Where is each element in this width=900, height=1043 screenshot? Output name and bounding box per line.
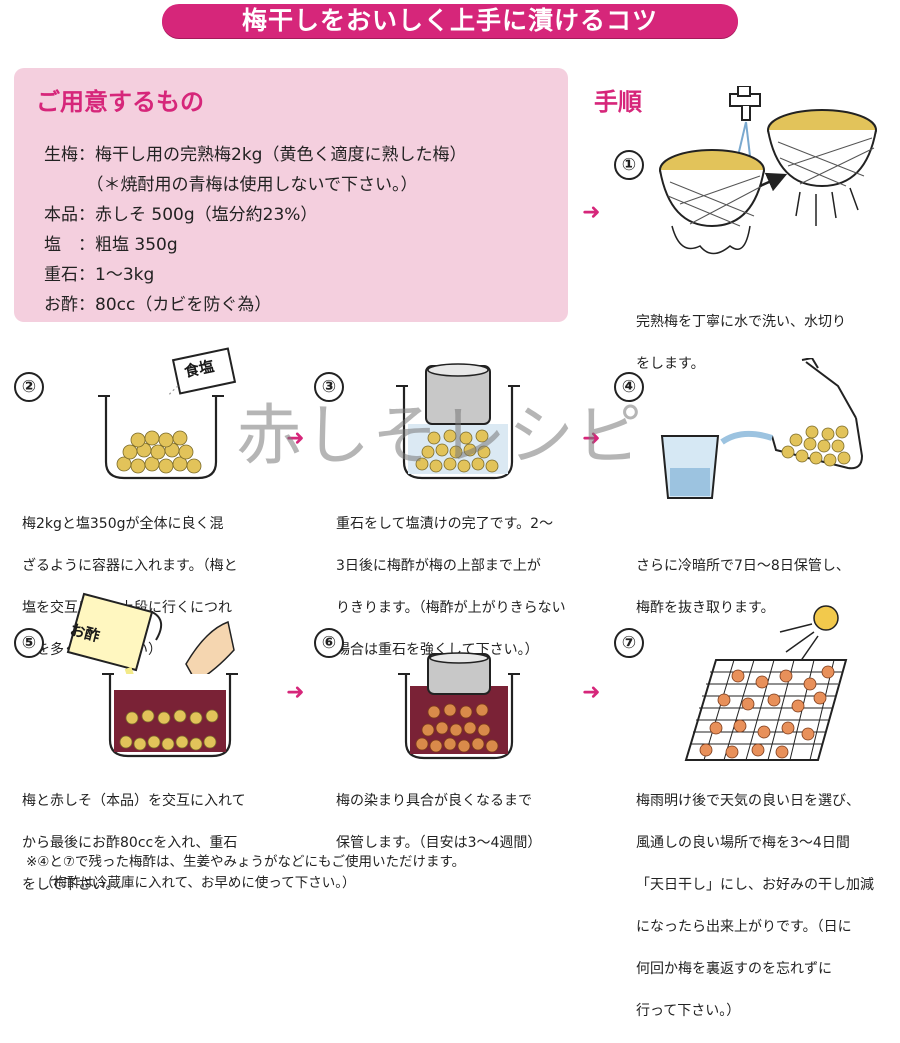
- arrow-icon: ➜: [286, 426, 305, 451]
- step-number-2: ②: [14, 372, 44, 402]
- ingredient-line: 塩 ：粗塩 350g: [44, 235, 178, 255]
- step-number-6: ⑥: [314, 628, 344, 658]
- footnote: ※④と⑦で残った梅酢は、生姜やみょうがなどにもご使用いただけます。 （梅酢は冷蔵…: [26, 852, 465, 894]
- caption-line: から最後にお酢80ccを入れ、重石: [22, 835, 238, 851]
- caption-line: 梅酢を抜き取ります。: [636, 600, 775, 616]
- salt-container-illustration: [98, 347, 237, 480]
- arrow-icon: ➜: [286, 680, 305, 705]
- ingredient-line: 生梅：梅干し用の完熟梅2kg（黄色く適度に熟した梅）: [44, 145, 467, 165]
- step-number-3: ③: [314, 372, 344, 402]
- step-4-caption: さらに冷暗所で7日〜8日保管し、 梅酢を抜き取ります。: [636, 535, 850, 640]
- caption-line: 何回か梅を裏返すのを忘れずに: [636, 961, 832, 977]
- arrow-icon: ➜: [582, 680, 601, 705]
- caption-line: 場合は重石を強くして下さい。）: [336, 642, 539, 658]
- caption-line: 3日後に梅酢が梅の上部まで上が: [336, 558, 541, 574]
- ingredients-heading: ご用意するもの: [36, 88, 204, 116]
- caption-line: 行って下さい。）: [636, 1003, 741, 1019]
- caption-line: になったら出来上がりです。（日に: [636, 919, 852, 935]
- caption-line: りきります。（梅酢が上がりきらない: [336, 600, 566, 616]
- caption-line: 完熟梅を丁寧に水で洗い、水切り: [636, 314, 846, 330]
- caption-line: 風通しの良い場所で梅を3〜4日間: [636, 835, 850, 851]
- caption-line: ざるように容器に入れます。（梅と: [22, 558, 238, 574]
- caption-line: 重石をして塩漬けの完了です。2〜: [336, 516, 554, 532]
- caption-line: 保管します。（目安は3〜4週間）: [336, 835, 542, 851]
- step-6-caption: 梅の染まり具合が良くなるまで 保管します。（目安は3〜4週間）: [336, 770, 541, 875]
- step-5-caption: 梅と赤しそ（本品）を交互に入れて から最後にお酢80ccを入れ、重石 をして下さ…: [22, 770, 246, 917]
- caption-line: 梅2kgと塩350gが全体に良く混: [22, 516, 224, 532]
- caption-line: 梅と赤しそ（本品）を交互に入れて: [22, 793, 246, 809]
- page-title: 梅干しをおいしく上手に漬けるコツ: [162, 4, 738, 38]
- storing-illustration: [398, 652, 520, 760]
- ingredients-panel: [14, 68, 568, 322]
- caption-line: 梅雨明け後で天気の良い日を選び、: [636, 793, 860, 809]
- steps-heading: 手順: [594, 88, 642, 116]
- step-number-4: ④: [614, 372, 644, 402]
- footnote-line: ※④と⑦で残った梅酢は、生姜やみょうがなどにもご使用いただけます。: [26, 854, 466, 870]
- footnote-line: （梅酢は冷蔵庫に入れて、お早めに使って下さい。）: [40, 875, 356, 891]
- washing-plums-illustration: [659, 86, 877, 255]
- step-1-caption: 完熟梅を丁寧に水で洗い、水切り をします。: [636, 291, 846, 396]
- arrow-icon: ➜: [582, 426, 601, 451]
- ingredient-line: お酢：80cc（カビを防ぐ為）: [44, 295, 272, 315]
- step-number-1: ①: [614, 150, 644, 180]
- step-7-caption: 梅雨明け後で天気の良い日を選び、 風通しの良い場所で梅を3〜4日間 「天日干し」…: [636, 770, 874, 1043]
- caption-line: をして下さい。: [22, 877, 120, 893]
- sun-drying-illustration: [684, 605, 848, 761]
- step-3-caption: 重石をして塩漬けの完了です。2〜 3日後に梅酢が梅の上部まで上が りきります。（…: [336, 493, 566, 682]
- weight-stone-illustration: [396, 363, 520, 480]
- ingredient-line: 本品：赤しそ 500g（塩分約23%）: [44, 205, 318, 225]
- arrow-icon: ➜: [582, 200, 601, 225]
- caption-line: さらに冷暗所で7日〜8日保管し、: [636, 558, 850, 574]
- drain-vinegar-illustration: [660, 358, 864, 499]
- vinegar-pour-illustration: [66, 592, 238, 758]
- caption-line: 梅の染まり具合が良くなるまで: [336, 793, 532, 809]
- ingredient-line: 重石：1〜3kg: [44, 265, 155, 285]
- caption-line: 「天日干し」にし、お好みの干し加減: [636, 877, 874, 893]
- ingredient-line: （＊焼酎用の青梅は使用しないで下さい。）: [44, 175, 418, 195]
- caption-line: をします。: [636, 356, 705, 372]
- watermark: 赤しそレシピ: [236, 397, 644, 474]
- step-number-5: ⑤: [14, 628, 44, 658]
- step-number-7: ⑦: [614, 628, 644, 658]
